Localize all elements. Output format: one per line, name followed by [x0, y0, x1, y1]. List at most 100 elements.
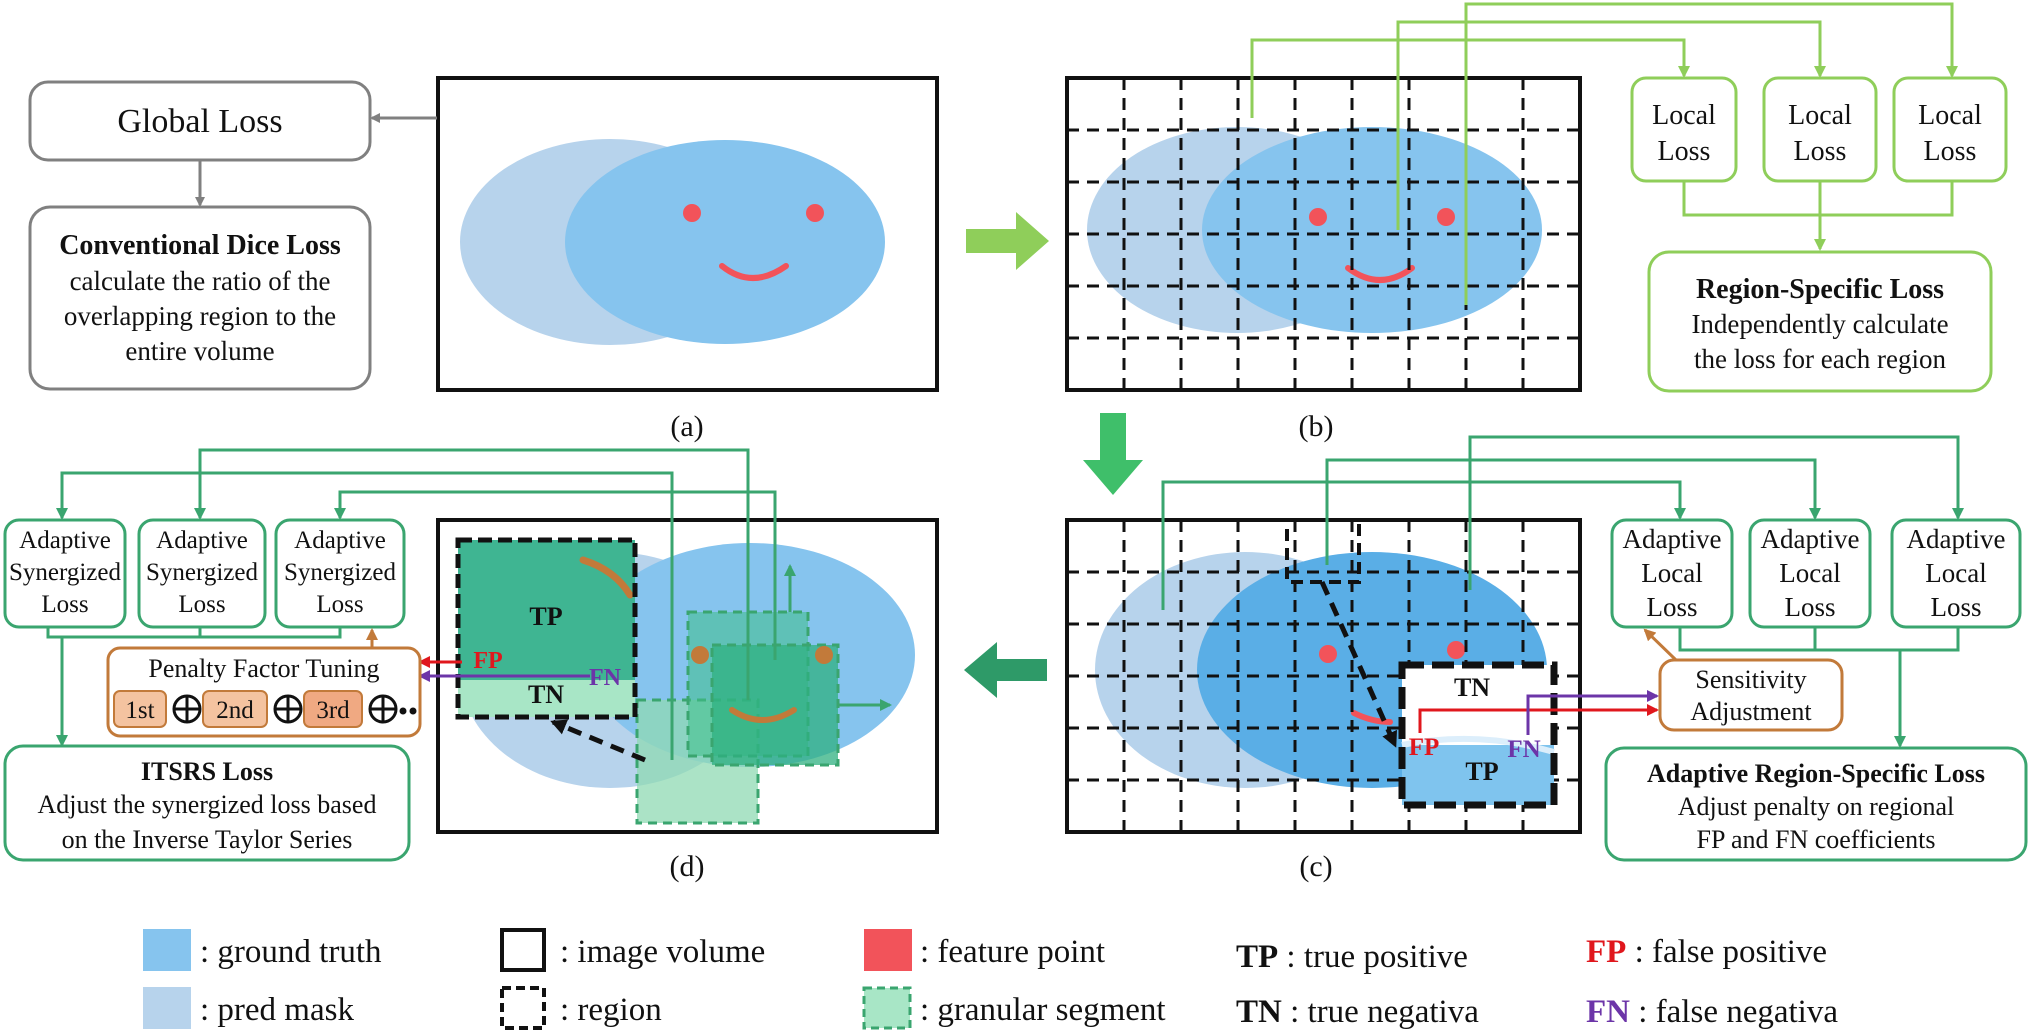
panel-a-shapes — [460, 139, 885, 345]
zoomed-segment-tp — [458, 540, 635, 680]
c-connectors — [1161, 435, 1964, 748]
legend-swatch-granular-segment — [862, 986, 912, 1030]
adaptive-local-loss-boxes: Adaptive Local Loss Adaptive Local Loss … — [1610, 518, 2022, 629]
order-chip-label: 1st — [125, 697, 154, 724]
local-loss-label: Local — [1652, 100, 1716, 131]
legend-swatch-region — [500, 986, 546, 1030]
adaptive-region-specific-loss-box — [1604, 746, 2028, 862]
connector-line — [56, 471, 674, 760]
legend-swatch-pred-mask — [143, 987, 191, 1029]
feature-point — [806, 204, 824, 222]
adaptive-synergized-loss-label: Synergized — [146, 559, 259, 586]
panel-label-a: (a) — [670, 410, 703, 443]
legend-region: : region — [560, 992, 662, 1028]
dice-loss-line: overlapping region to the — [64, 301, 336, 331]
connector-line — [46, 627, 342, 639]
tp-label: TP — [529, 602, 562, 631]
fp-label: FP — [473, 648, 502, 674]
adaptive-synergized-loss-label: Loss — [41, 591, 88, 618]
zoomed-smile — [579, 556, 634, 599]
granular-segment — [710, 643, 840, 767]
legend: : ground truth : pred mask : image volum… — [143, 928, 1838, 1030]
local-loss-label: Local — [1788, 100, 1852, 131]
fn-label: FN — [1507, 736, 1540, 763]
local-loss-box — [1630, 76, 1738, 183]
adaptive-synergized-loss-label: Synergized — [284, 559, 397, 586]
connector-line — [1161, 480, 1686, 610]
legend-tp: TP : true positive — [1236, 939, 1468, 975]
arsl-line: Adjust penalty on regional — [1678, 792, 1955, 821]
smile-curve — [1351, 710, 1393, 725]
feature-point — [815, 646, 833, 664]
itsrs-line: Adjust the synergized loss based — [38, 790, 377, 819]
sensitivity-box — [1658, 658, 1844, 732]
adaptive-local-loss-label: Local — [1925, 558, 1986, 588]
smile-curve — [719, 263, 789, 281]
adaptive-local-loss-box — [1610, 518, 1734, 629]
adaptive-local-loss-label: Adaptive — [1907, 524, 2006, 554]
feature-point — [1437, 208, 1455, 226]
region-specific-loss-title: Region-Specific Loss — [1696, 274, 1944, 305]
panel-b-shapes — [1067, 78, 1580, 390]
zoom-arrow — [550, 719, 646, 763]
connector-line — [1325, 458, 1821, 565]
adaptive-synergized-loss-label: Adaptive — [156, 527, 248, 554]
fn-arrow — [1526, 690, 1659, 735]
global-loss-label: Global Loss — [117, 103, 282, 140]
adaptive-local-loss-box — [1890, 518, 2022, 629]
order-chip-label: 2nd — [216, 697, 254, 724]
feature-point — [1319, 645, 1337, 663]
legend-tn-text: : true negativa — [1282, 994, 1479, 1030]
oplus-icon — [172, 694, 202, 724]
connector-line — [1396, 20, 1826, 230]
image-volume-frame — [436, 76, 939, 392]
legend-fn-abbr: FN — [1586, 994, 1630, 1030]
legend-pred-mask: : pred mask — [200, 992, 354, 1028]
legend-granular-segment: : granular segment — [920, 992, 1166, 1028]
tp-label: TP — [1465, 757, 1498, 786]
zoomed-segment-frame — [455, 537, 638, 720]
legend-swatch-image-volume — [500, 928, 546, 972]
dice-loss-title: Conventional Dice Loss — [59, 230, 341, 261]
panel-b: (b) Local Loss Local Loss Local Loss Reg… — [1065, 2, 2008, 443]
adaptive-local-loss-label: Adaptive — [1761, 524, 1860, 554]
connector-line — [194, 448, 750, 700]
zoom-arrow — [1319, 580, 1398, 748]
tn-label: TN — [528, 680, 564, 709]
dice-loss-line: entire volume — [125, 336, 274, 366]
zoomed-segment-tn — [458, 680, 635, 717]
itsrs-loss-box — [3, 744, 411, 862]
region-specific-loss-box — [1647, 250, 1993, 393]
adaptive-synergized-loss-label: Loss — [178, 591, 225, 618]
fn-label: FN — [589, 665, 622, 691]
connector-line — [1678, 627, 1960, 652]
taylor-order-row: 1st 2nd 3rd — [113, 690, 417, 728]
zoomed-boundary — [1401, 735, 1555, 755]
adaptive-synergized-loss-box — [3, 518, 127, 629]
adaptive-synergized-loss-boxes: Adaptive Synergized Loss Adaptive Synerg… — [3, 518, 406, 629]
adaptive-synergized-loss-label: Loss — [316, 591, 363, 618]
connector-line — [1468, 435, 1964, 590]
connector-line — [1682, 181, 1954, 217]
smile-curve — [1345, 265, 1415, 283]
image-volume-frame — [1065, 76, 1582, 392]
legend-swatch-feature-point — [864, 929, 912, 971]
penalty-factor-label: Penalty Factor Tuning — [148, 654, 379, 683]
region-grid — [1067, 78, 1580, 390]
local-loss-boxes: Local Loss Local Loss Local Loss — [1630, 76, 2008, 183]
legend-swatch-ground-truth — [143, 929, 191, 971]
sensitivity-label: Adjustment — [1690, 697, 1812, 726]
sensitivity-label: Sensitivity — [1695, 665, 1806, 694]
legend-tn: TN : true negativa — [1236, 994, 1479, 1030]
panel-label-b: (b) — [1299, 410, 1334, 443]
connector-line — [334, 490, 777, 660]
legend-fp: FP : false positive — [1586, 934, 1827, 970]
adaptive-local-loss-label: Local — [1779, 558, 1840, 588]
legend-fp-abbr: FP — [1586, 934, 1626, 970]
zoomed-region-fill-tp — [1402, 745, 1554, 805]
d-connectors — [46, 448, 777, 760]
adaptive-local-loss-label: Adaptive — [1623, 524, 1722, 554]
adaptive-synergized-loss-box — [274, 518, 406, 629]
panel-label-d: (d) — [670, 850, 705, 883]
order-chip — [303, 690, 363, 728]
